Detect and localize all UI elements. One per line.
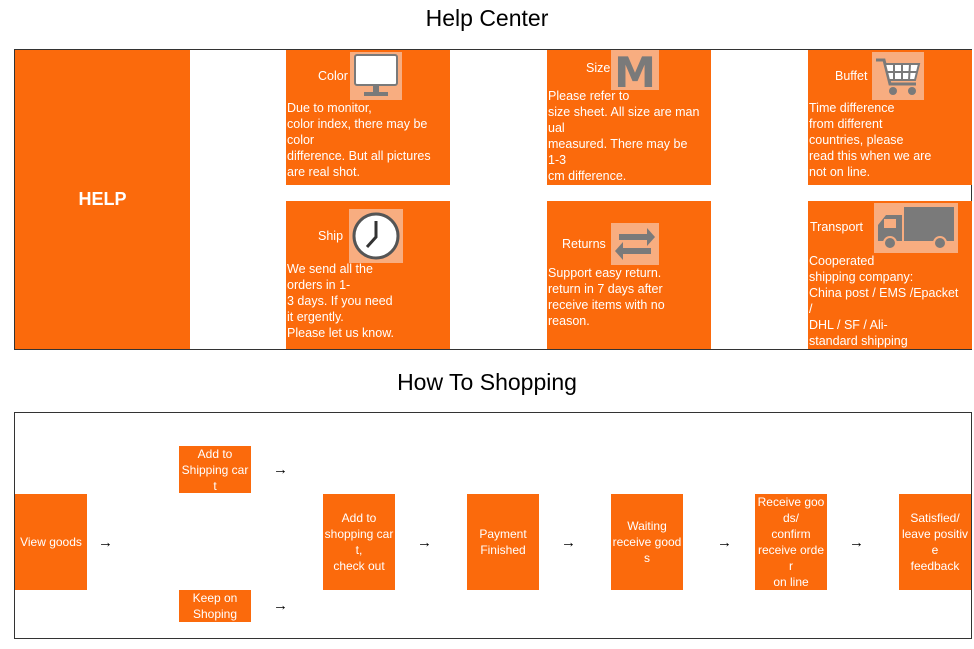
step-receive-goods: Receive goo ds/ confirm receive orde r o… (755, 494, 827, 590)
help-block: HELP (15, 50, 190, 349)
size-text: Please refer to size sheet. All size are… (548, 89, 700, 183)
arrow-7: → (849, 534, 864, 551)
how-to-title: How To Shopping (397, 369, 577, 395)
arrow-5: → (561, 534, 576, 551)
buffet-title: Buffet (835, 69, 868, 83)
transport-cell: Transport Cooperated shipping company: C… (808, 201, 972, 349)
transport-text: Cooperated shipping company: China post … (809, 254, 959, 348)
ship-text: We send all the orders in 1- 3 days. If … (287, 262, 395, 340)
ship-title: Ship (318, 229, 344, 243)
ship-cell: Ship We send all the orders in 1- 3 days… (286, 201, 450, 349)
step-satisfied-feedback: Satisfied/ leave positiv e feedback (899, 494, 971, 590)
size-m-icon: M (611, 50, 659, 90)
returns-title: Returns (562, 237, 606, 251)
returns-cell: Returns Support easy return. return in 7… (547, 201, 711, 349)
arrow-4: → (417, 534, 432, 551)
buffet-text: Time difference from different countries… (809, 101, 932, 179)
color-title: Color (318, 69, 348, 83)
step-view-goods: View goods (15, 494, 87, 590)
color-cell: Color Due to monitor, color index, there… (286, 50, 450, 185)
return-arrows-icon (611, 223, 659, 265)
help-label: HELP (78, 189, 127, 209)
step-add-to-cart: Add to shopping car t, check out (323, 494, 395, 590)
step-add-to-cart-top: Add to Shipping car t (179, 446, 251, 493)
monitor-icon (350, 52, 402, 100)
step-keep-on-shopping: Keep on Shoping (179, 590, 251, 622)
transport-title: Transport (810, 220, 864, 234)
arrow-2: → (273, 461, 288, 478)
help-center-frame (14, 49, 972, 350)
arrow-6: → (717, 534, 732, 551)
arrow-3: → (273, 597, 288, 614)
returns-text: Support easy return. return in 7 days af… (548, 266, 665, 328)
step-waiting-receive: Waiting receive good s (611, 494, 683, 590)
buffet-cell: Buffet Time difference from different co… (808, 50, 972, 185)
shopping-cart-icon (872, 52, 924, 100)
color-text: Due to monitor, color index, there may b… (287, 101, 431, 179)
step-payment-finished: Payment Finished (467, 494, 539, 590)
arrow-1: → (98, 534, 113, 551)
clock-icon (349, 209, 403, 263)
size-title: Size (586, 61, 611, 75)
truck-icon (874, 203, 958, 253)
how-to-frame (14, 412, 972, 639)
size-cell: Size M Please refer to size sheet. All s… (547, 50, 711, 185)
size-m-letter: M (614, 50, 656, 90)
help-center-title: Help Center (425, 5, 549, 31)
